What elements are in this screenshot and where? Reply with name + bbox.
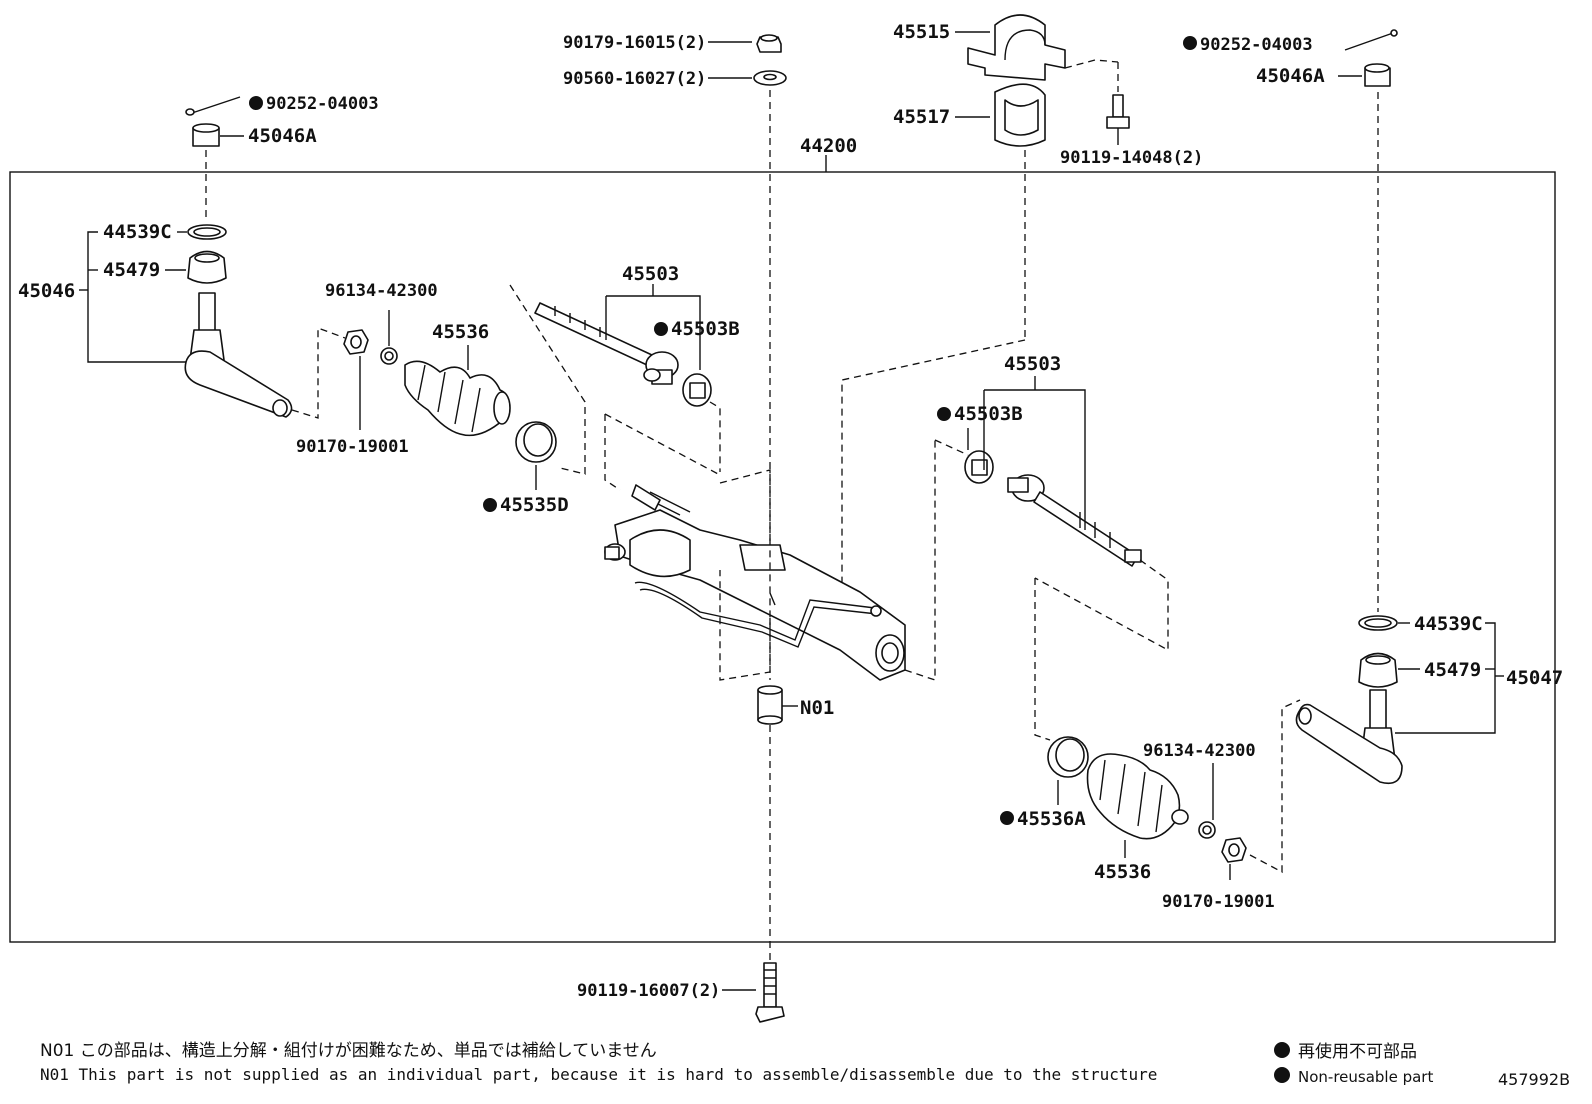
label-clamp-right: 45536A xyxy=(1017,808,1086,830)
sleeve-icon xyxy=(757,685,783,725)
lock-nut-icon xyxy=(343,329,369,355)
label-clip-left: 96134-42300 xyxy=(325,281,438,301)
nut-icon xyxy=(756,34,782,53)
label-ring-left: 44539C xyxy=(103,221,172,243)
nonreusable-dot-icon xyxy=(249,96,263,110)
inner-rod-icon xyxy=(1007,474,1142,567)
flange-bolt-icon xyxy=(755,962,785,1023)
dash-right-rod-frame xyxy=(1034,559,1169,652)
cotter-pin-icon xyxy=(1344,29,1398,51)
figure-id: 457992B xyxy=(1498,1070,1570,1089)
bolt-icon xyxy=(1106,94,1130,129)
legend-jp: 再使用不可部品 xyxy=(1298,1041,1417,1062)
label-nut-right: 45046A xyxy=(1256,65,1325,87)
label-44200: 44200 xyxy=(800,135,857,157)
dash-rack-right-end xyxy=(904,440,936,681)
steering-rack-icon xyxy=(604,484,906,681)
castle-nut-icon xyxy=(192,123,220,147)
ring-icon xyxy=(1358,615,1398,631)
bracket-45046 xyxy=(87,231,190,363)
nonreusable-dot-icon xyxy=(1000,811,1014,825)
label-tie-rod-left: 45046 xyxy=(18,280,75,302)
label-bushing: 45517 xyxy=(893,106,950,128)
label-rod-right: 45503 xyxy=(1004,353,1061,375)
bracket-rod-right-b xyxy=(984,389,1086,530)
rack-boot-icon xyxy=(404,360,511,437)
bushing-icon xyxy=(994,83,1046,147)
label-clamp-left: 45535D xyxy=(500,494,569,516)
label-bracket: 45515 xyxy=(893,21,950,43)
dust-boot-icon xyxy=(1358,652,1398,688)
assembly-frame xyxy=(9,171,1556,943)
dash-rack-right-washer xyxy=(934,439,969,456)
dash-right-end-nut xyxy=(1249,699,1301,874)
label-rack-boot-right: 45536 xyxy=(1094,861,1151,883)
dash-left-end-nut xyxy=(291,327,346,419)
label-nut-top: 90179-16015(2) xyxy=(563,33,706,53)
label-pin-right: 90252-04003 xyxy=(1200,35,1313,55)
castle-nut-icon xyxy=(1364,63,1391,87)
clip-icon xyxy=(380,347,398,365)
label-locknut-right: 90170-19001 xyxy=(1162,892,1275,912)
label-rodwasher-left: 45503B xyxy=(671,318,740,340)
clip-icon xyxy=(1198,821,1216,839)
claw-washer-icon xyxy=(964,450,994,484)
label-boot-right: 45479 xyxy=(1424,659,1481,681)
label-bolt-bracket: 90119-14048(2) xyxy=(1060,148,1203,168)
dash-washer-rack xyxy=(709,401,721,472)
label-washer-top: 90560-16027(2) xyxy=(563,69,706,89)
lock-nut-icon xyxy=(1221,837,1247,863)
label-pin-left: 90252-04003 xyxy=(266,94,379,114)
label-rack-boot-left: 45536 xyxy=(432,321,489,343)
label-sleeve: N01 xyxy=(800,697,834,719)
bracket-45047 xyxy=(1395,622,1496,734)
label-bolt-bottom: 90119-16007(2) xyxy=(577,981,720,1001)
tie-rod-end-icon xyxy=(184,292,293,418)
label-tie-rod-right: 45047 xyxy=(1506,667,1563,689)
legend-dot-icon xyxy=(1274,1067,1290,1083)
label-locknut-left: 90170-19001 xyxy=(296,437,409,457)
label-nut-left: 45046A xyxy=(248,125,317,147)
tie-rod-end-icon xyxy=(1295,689,1403,785)
clamp-icon xyxy=(515,421,557,463)
dash-rack-left-diag xyxy=(604,413,721,476)
washer-icon xyxy=(753,70,787,86)
clamp-icon xyxy=(1047,736,1089,778)
claw-washer-icon xyxy=(682,373,712,407)
bracket-icon xyxy=(967,14,1066,81)
legend-dot-icon xyxy=(1274,1042,1290,1058)
note-n01-en: N01 This part is not supplied as an indi… xyxy=(40,1065,1157,1084)
inner-rod-icon xyxy=(534,302,679,385)
nonreusable-dot-icon xyxy=(1183,36,1197,50)
label-clip-right: 96134-42300 xyxy=(1143,741,1256,761)
nonreusable-dot-icon xyxy=(654,322,668,336)
dash-rack-left-frame xyxy=(604,414,621,491)
label-rodwasher-right: 45503B xyxy=(954,403,1023,425)
nonreusable-dot-icon xyxy=(483,498,497,512)
ring-icon xyxy=(187,224,227,240)
dash-right-clamp xyxy=(1034,578,1051,741)
label-ring-right: 44539C xyxy=(1414,613,1483,635)
bracket-rod-left-b xyxy=(606,295,701,370)
legend-en: Non-reusable part xyxy=(1298,1068,1433,1086)
dash-bushing-rack xyxy=(841,339,1026,640)
dash-bracket-bolt xyxy=(1064,59,1119,69)
label-boot-left: 45479 xyxy=(103,259,160,281)
cotter-pin-icon xyxy=(185,96,241,116)
note-n01-jp: N01 この部品は、構造上分解・組付けが困難なため、単品では補給していません xyxy=(40,1041,657,1061)
rack-boot-icon xyxy=(1086,753,1189,840)
nonreusable-dot-icon xyxy=(937,407,951,421)
dash-rack-centre-box xyxy=(719,469,771,681)
dust-boot-icon xyxy=(187,250,227,284)
label-rod-left: 45503 xyxy=(622,263,679,285)
dash-left-rod-frame xyxy=(509,284,586,475)
